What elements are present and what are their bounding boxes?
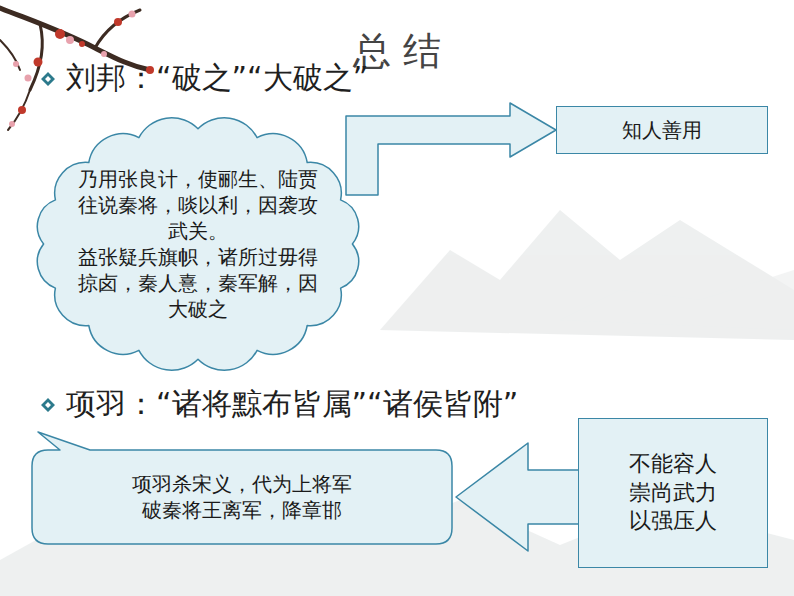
node-text: 项羽杀宋义，代为上将军 破秦将王离军，降章邯	[129, 471, 355, 523]
cloud-shape	[37, 118, 358, 370]
thought-cloud: 乃用张良计，使郦生、陆贾往说秦将，啖以利，因袭攻武关。益张疑兵旗帜，诸所过毋得掠…	[28, 110, 368, 378]
callout-box: 项羽杀宋义，代为上将军 破秦将王离军，降章邯	[32, 450, 452, 544]
node-text: 知人善用	[622, 117, 702, 143]
summary-line: 项羽：“诸将黥布皆属”“诸侯皆附”	[66, 384, 518, 425]
cloud-outline	[28, 110, 368, 378]
mountains	[0, 210, 794, 596]
conclusion-box: 知人善用	[556, 106, 768, 154]
callout-shape	[32, 432, 452, 544]
node-text: 不能容人 崇尚武力 以强压人	[627, 450, 719, 536]
conclusion-box: 不能容人 崇尚武力 以强压人	[578, 418, 768, 568]
block-arrow	[456, 443, 580, 551]
block-arrow	[346, 103, 556, 195]
callout-outline	[32, 450, 452, 544]
node-text: 乃用张良计，使郦生、陆贾往说秦将，啖以利，因袭攻武关。	[76, 166, 320, 244]
summary-line: 刘邦：“破之”“大破之”	[66, 58, 368, 99]
node-text: 益张疑兵旗帜，诸所过毋得掠卤，秦人憙，秦军解，因大破之	[76, 244, 320, 322]
